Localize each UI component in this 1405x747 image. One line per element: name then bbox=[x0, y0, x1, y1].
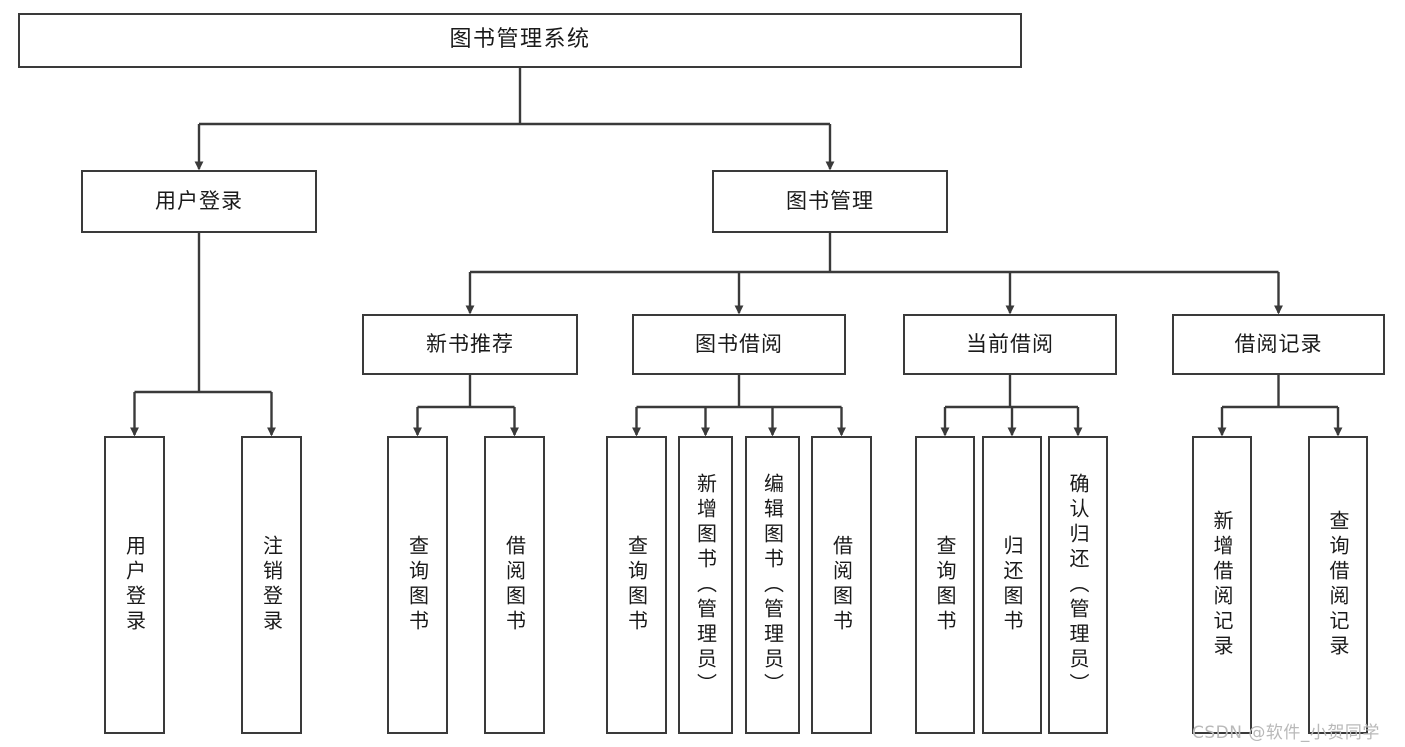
node-label: 查询图书 bbox=[933, 535, 957, 635]
node-leaf-login-1[interactable]: 用户登录 bbox=[104, 436, 165, 734]
node-leaf-borrow-2[interactable]: 新增图书（管理员） bbox=[678, 436, 733, 734]
node-current[interactable]: 当前借阅 bbox=[903, 314, 1117, 375]
node-label: 用户登录 bbox=[155, 188, 243, 213]
node-label: 借阅记录 bbox=[1234, 331, 1323, 356]
node-label: 新书推荐 bbox=[426, 331, 514, 356]
node-label: 借阅图书 bbox=[829, 535, 854, 635]
node-label: 当前借阅 bbox=[966, 331, 1054, 356]
edge-group bbox=[130, 68, 1343, 437]
node-leaf-borrow-4[interactable]: 借阅图书 bbox=[811, 436, 872, 734]
node-label: 确认归还（管理员） bbox=[1066, 472, 1090, 698]
node-leaf-borrow-1[interactable]: 查询图书 bbox=[606, 436, 667, 734]
node-root[interactable]: 图书管理系统 bbox=[18, 13, 1022, 68]
node-label: 编辑图书（管理员） bbox=[760, 472, 785, 698]
node-label: 借阅图书 bbox=[502, 535, 527, 635]
node-newbook[interactable]: 新书推荐 bbox=[362, 314, 578, 375]
node-label: 新增借阅记录 bbox=[1210, 510, 1234, 660]
node-label: 图书管理系统 bbox=[449, 27, 591, 53]
node-label: 图书借阅 bbox=[695, 331, 783, 356]
node-leaf-cur-2[interactable]: 归还图书 bbox=[982, 436, 1042, 734]
node-label: 新增图书（管理员） bbox=[693, 472, 718, 698]
node-leaf-rec-1[interactable]: 新增借阅记录 bbox=[1192, 436, 1252, 734]
node-label: 图书管理 bbox=[786, 188, 874, 213]
node-label: 用户登录 bbox=[122, 535, 147, 635]
node-leaf-cur-3[interactable]: 确认归还（管理员） bbox=[1048, 436, 1108, 734]
node-leaf-rec-2[interactable]: 查询借阅记录 bbox=[1308, 436, 1368, 734]
node-records[interactable]: 借阅记录 bbox=[1172, 314, 1385, 375]
node-leaf-cur-1[interactable]: 查询图书 bbox=[915, 436, 975, 734]
node-label: 查询图书 bbox=[624, 535, 649, 635]
node-leaf-borrow-3[interactable]: 编辑图书（管理员） bbox=[745, 436, 800, 734]
node-leaf-new-2[interactable]: 借阅图书 bbox=[484, 436, 545, 734]
node-leaf-login-2[interactable]: 注销登录 bbox=[241, 436, 302, 734]
node-label: 查询图书 bbox=[405, 535, 430, 635]
node-login[interactable]: 用户登录 bbox=[81, 170, 317, 233]
node-bookmgmt[interactable]: 图书管理 bbox=[712, 170, 948, 233]
node-label: 查询借阅记录 bbox=[1326, 510, 1350, 660]
node-label: 归还图书 bbox=[1000, 535, 1024, 635]
node-borrow[interactable]: 图书借阅 bbox=[632, 314, 846, 375]
node-leaf-new-1[interactable]: 查询图书 bbox=[387, 436, 448, 734]
node-label: 注销登录 bbox=[259, 535, 284, 635]
csdn-watermark: CSDN @软件_小贺同学 bbox=[1192, 723, 1380, 743]
